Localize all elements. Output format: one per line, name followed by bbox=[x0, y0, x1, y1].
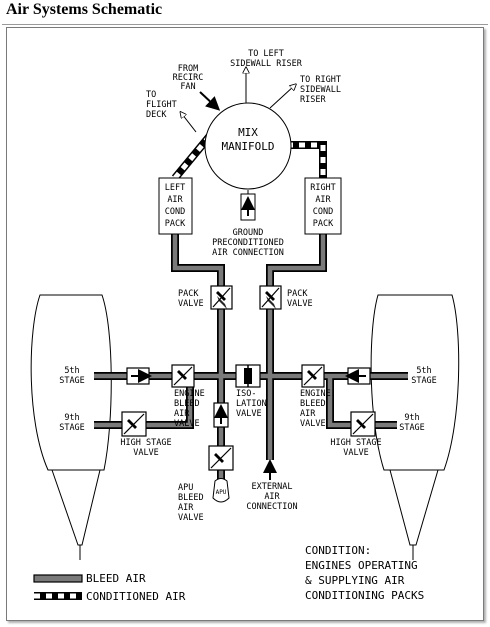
isolation-valve bbox=[235, 364, 261, 388]
external-connection-label-2: AIR bbox=[264, 492, 280, 502]
to-flight-deck-label-2: FLIGHT bbox=[146, 100, 177, 110]
mix-manifold bbox=[204, 102, 292, 190]
to-left-sidewall-label-2: SIDEWALL RISER bbox=[230, 59, 303, 69]
mix-manifold-label-1: MIX bbox=[238, 126, 258, 139]
recirc-fan-label-2: RECIRC bbox=[173, 73, 204, 83]
recirc-fan-label-1: FROM bbox=[178, 64, 198, 74]
left-pack-label-2: AIR bbox=[167, 195, 183, 205]
left-pack-valve-label-2: VALVE bbox=[178, 299, 204, 309]
left-5th-stage-check-valve bbox=[126, 367, 152, 385]
left-5th-stage-label-2: STAGE bbox=[59, 376, 85, 386]
left-pack-label-1: LEFT bbox=[165, 183, 185, 193]
right-engine-nacelle bbox=[370, 294, 460, 560]
apu-unit: APU bbox=[212, 478, 230, 503]
right-pack-valve-label-2: VALVE bbox=[287, 299, 313, 309]
left-pack-label-4: PACK bbox=[165, 219, 186, 229]
condition-line-3: & SUPPLYING AIR bbox=[305, 574, 405, 587]
right-pack-valve-label-1: PACK bbox=[287, 289, 308, 299]
right-pack-label-2: AIR bbox=[315, 195, 331, 205]
apu-bleed-label-1: APU bbox=[178, 483, 193, 493]
apu-tag: APU bbox=[216, 489, 227, 496]
isolation-valve-label-2: LATION bbox=[236, 399, 267, 409]
right-pack-label-1: RIGHT bbox=[310, 183, 336, 193]
right-sidewall-outlet-arrow bbox=[269, 86, 294, 109]
condition-line-2: ENGINES OPERATING bbox=[305, 559, 418, 572]
legend-conditioned-air-label: CONDITIONED AIR bbox=[86, 590, 186, 603]
left-pack-valve-label-1: PACK bbox=[178, 289, 199, 299]
left-engine-nacelle bbox=[30, 294, 112, 560]
left-9th-stage-label-1: 9th bbox=[64, 413, 79, 423]
page-title: Air Systems Schematic bbox=[6, 1, 163, 18]
to-flight-deck-label-1: TO bbox=[146, 90, 156, 100]
ground-connection-label-3: AIR CONNECTION bbox=[212, 248, 284, 258]
mix-manifold-label-2: MANIFOLD bbox=[222, 140, 275, 153]
right-9th-stage-label-2: STAGE bbox=[399, 423, 425, 433]
flight-deck-outlet-arrow bbox=[182, 114, 197, 133]
recirc-fan-inlet-arrow bbox=[199, 91, 221, 111]
to-flight-deck-label-3: DECK bbox=[146, 110, 167, 120]
left-pack-label-3: COND bbox=[165, 207, 185, 217]
condition-line-4: CONDITIONING PACKS bbox=[305, 589, 424, 602]
right-pack-valve bbox=[259, 285, 282, 310]
ground-connection-label-2: PRECONDITIONED bbox=[212, 238, 284, 248]
left-9th-stage-label-2: STAGE bbox=[59, 423, 85, 433]
legend-bleed-air-swatch bbox=[33, 574, 83, 583]
left-engine-bleed-label-3: AIR bbox=[174, 409, 190, 419]
external-connection-label-3: CONNECTION bbox=[246, 502, 297, 512]
to-right-sidewall-label-1: TO RIGHT bbox=[300, 75, 341, 85]
external-connection-label-1: EXTERNAL bbox=[252, 482, 293, 492]
apu-check-valve bbox=[213, 402, 229, 428]
apu-bleed-label-3: AIR bbox=[178, 503, 194, 513]
ground-connection-label-1: GROUND bbox=[233, 228, 264, 238]
recirc-fan-label-3: FAN bbox=[180, 82, 195, 92]
right-5th-stage-check-valve bbox=[345, 367, 371, 385]
left-5th-stage-label-1: 5th bbox=[64, 366, 79, 376]
isolation-valve-label-3: VALVE bbox=[236, 409, 262, 419]
right-pack-label-3: COND bbox=[313, 207, 333, 217]
left-engine-bleed-label-2: BLEED bbox=[174, 399, 200, 409]
apu-bleed-air-valve bbox=[208, 445, 234, 471]
left-engine-bleed-air-valve bbox=[171, 364, 195, 388]
right-engine-bleed-label-4: VALVE bbox=[300, 419, 326, 429]
right-engine-bleed-label-3: AIR bbox=[300, 409, 316, 419]
left-high-stage-label-2: VALVE bbox=[133, 448, 159, 458]
left-high-stage-valve bbox=[121, 411, 147, 437]
to-left-sidewall-label-1: TO LEFT bbox=[248, 49, 284, 59]
apu-bleed-label-2: BLEED bbox=[178, 493, 204, 503]
left-engine-bleed-label-4: VALVE bbox=[174, 419, 200, 429]
right-5th-stage-label-2: STAGE bbox=[411, 376, 437, 386]
to-right-sidewall-label-3: RISER bbox=[300, 95, 326, 105]
right-5th-stage-label-1: 5th bbox=[416, 366, 431, 376]
right-high-stage-label-1: HIGH STAGE bbox=[330, 438, 381, 448]
right-engine-bleed-air-valve bbox=[301, 364, 325, 388]
legend-bleed-air-label: BLEED AIR bbox=[86, 572, 146, 585]
right-high-stage-label-2: VALVE bbox=[343, 448, 369, 458]
title-divider bbox=[2, 24, 488, 25]
left-air-cond-pack bbox=[158, 177, 193, 235]
right-high-stage-valve bbox=[350, 411, 376, 437]
condition-line-1: CONDITION: bbox=[305, 544, 371, 557]
apu-bleed-label-4: VALVE bbox=[178, 513, 204, 523]
right-pack-label-4: PACK bbox=[313, 219, 334, 229]
to-right-sidewall-label-2: SIDEWALL bbox=[300, 85, 341, 95]
right-engine-bleed-label-2: BLEED bbox=[300, 399, 326, 409]
right-air-cond-pack bbox=[304, 177, 342, 235]
right-9th-stage-label-1: 9th bbox=[404, 413, 419, 423]
isolation-valve-label-1: ISO- bbox=[236, 389, 256, 399]
legend: BLEED AIR CONDITIONED AIR bbox=[33, 572, 186, 603]
right-engine-bleed-label-1: ENGINE bbox=[300, 389, 331, 399]
left-high-stage-label-1: HIGH STAGE bbox=[120, 438, 171, 448]
left-engine-bleed-label-1: ENGINE bbox=[174, 389, 205, 399]
left-pack-valve bbox=[210, 285, 233, 310]
